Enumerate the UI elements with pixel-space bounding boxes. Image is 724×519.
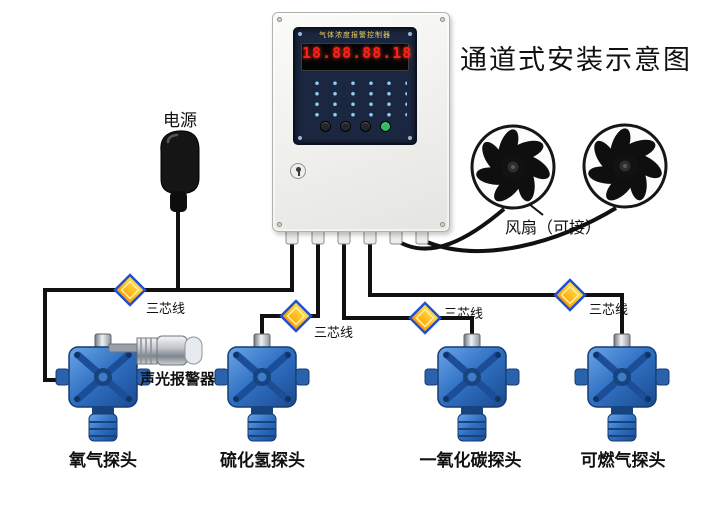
fan-2 [582,123,668,209]
wire-detector-1 [43,240,294,382]
fan-label-pointer [528,203,544,216]
controller-box: 气体浓度报警控制器 18.88.88.18 [272,12,450,232]
detector-co [425,334,519,441]
panel-screw [298,136,302,140]
alarm-label: 声光报警器 [140,371,216,388]
wire-detector-3 [342,240,474,336]
detector-h2s [215,334,309,441]
wire-fan-1 [394,207,506,251]
power-plug [160,130,200,212]
wire-label-1: 三芯线 [146,301,186,316]
wire-marker-diamond-2 [279,299,313,333]
fan-1 [470,124,556,210]
panel-screw [408,32,412,36]
wire-detector-4 [368,240,624,336]
detector-label-co: 一氧化碳探头 [419,451,522,470]
indicator-grid [303,75,407,117]
keyhole-lock [290,163,306,179]
wire-label-4: 三芯线 [589,302,629,317]
detector-combustible [575,334,669,441]
panel-button [339,121,351,132]
screw [440,17,445,22]
sound-light-alarm [108,335,203,366]
fan-label: 风扇（可接） [505,220,602,237]
panel-screw [298,32,302,36]
screw [277,222,282,227]
power-led [379,121,391,132]
panel-button [319,121,331,132]
wire-fan-2 [421,206,618,253]
detector-label-combustible: 可燃气探头 [580,451,666,470]
terminal-strip [285,227,429,245]
wire-marker-diamond-4 [553,278,587,312]
screw [277,17,282,22]
panel-title: 气体浓度报警控制器 [319,32,391,39]
panel-button [359,121,371,132]
power-label: 电源 [163,111,197,130]
panel-buttons [295,121,415,132]
controller-panel: 气体浓度报警控制器 18.88.88.18 [293,27,417,145]
wire-marker-diamond-1 [113,273,147,307]
page-title: 通道式安装示意图 [460,45,692,75]
screw [440,222,445,227]
detector-label-oxygen: 氧气探头 [69,451,137,470]
detector-label-h2s: 硫化氢探头 [220,451,305,470]
wire-label-3: 三芯线 [444,306,484,321]
wire-marker-diamond-3 [408,301,442,335]
wire-label-2: 三芯线 [314,325,354,340]
led-display: 18.88.88.18 [301,43,411,71]
panel-screw [408,136,412,140]
